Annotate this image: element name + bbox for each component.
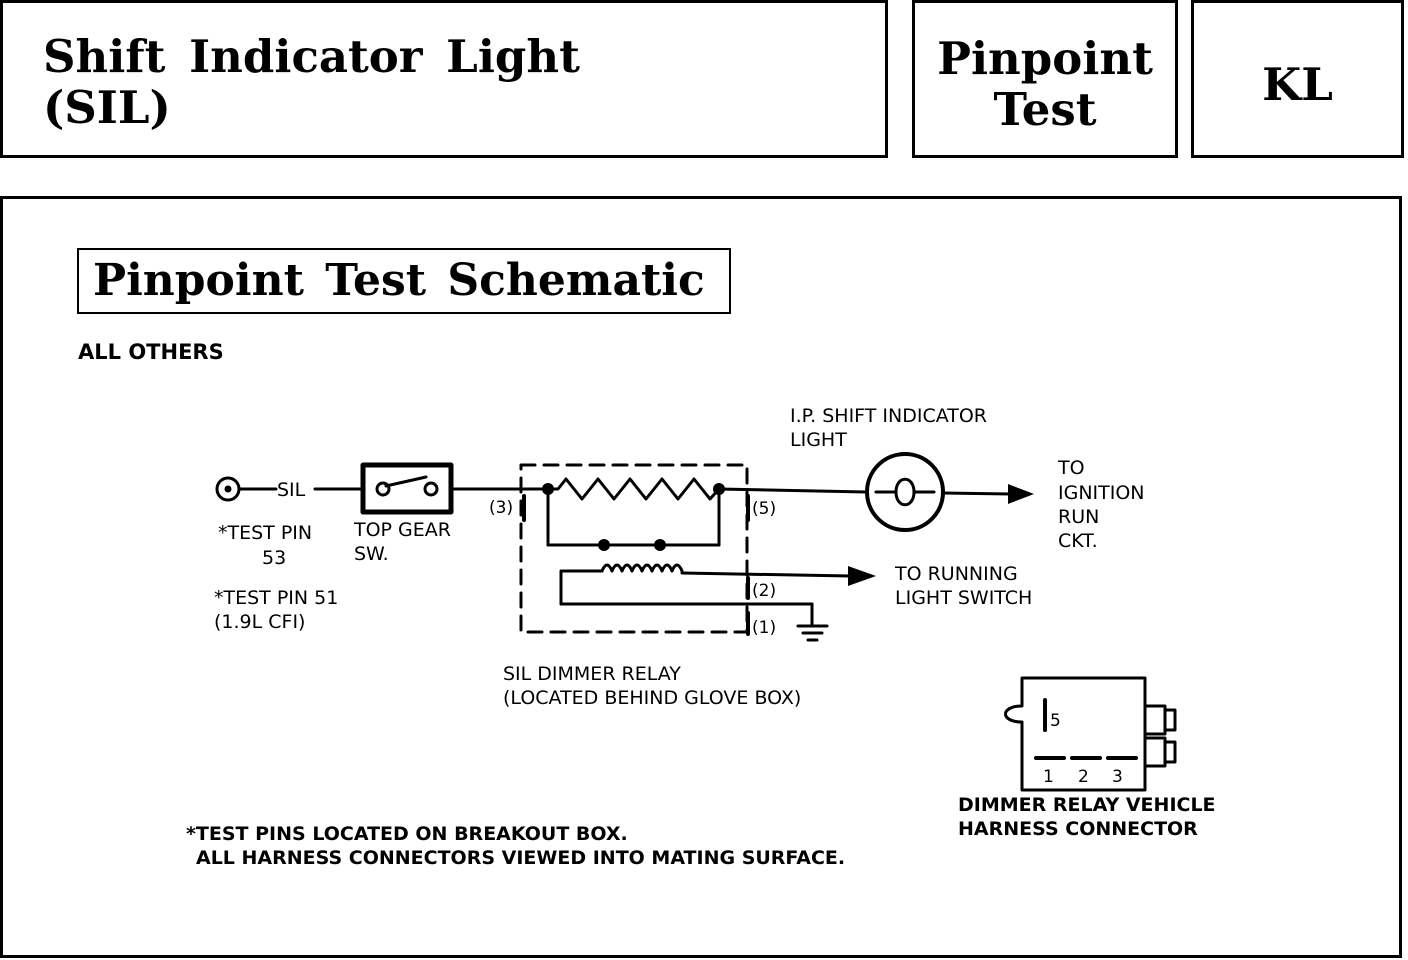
label-top-gear-line1: TOP GEAR (353, 519, 451, 541)
arrow-to-running-light-icon (848, 566, 876, 586)
label-to-ignition-line3: RUN (1058, 506, 1099, 528)
label-connector-pin3: 3 (1112, 767, 1123, 787)
header-test-type: Pinpoint Test (915, 33, 1175, 135)
label-relay-line1: SIL DIMMER RELAY (503, 663, 681, 685)
label-sil: SIL (277, 479, 306, 501)
label-pin-5: (5) (752, 499, 776, 519)
label-ip-light-line2: LIGHT (790, 429, 847, 451)
label-to-running-line1: TO RUNNING (894, 563, 1018, 585)
ground-icon (796, 624, 829, 642)
label-test-pin-53-line2: 53 (262, 547, 286, 569)
harness-connector-icon (1004, 676, 1177, 792)
label-top-gear-line2: SW. (354, 543, 389, 565)
label-connector-pin5: 5 (1050, 711, 1061, 731)
wire-lamp-to-ignition (941, 491, 1012, 496)
header-title-box: Shift Indicator Light (SIL) (0, 0, 888, 158)
subtitle: ALL OTHERS (78, 340, 224, 364)
header-test-type-box: Pinpoint Test (912, 0, 1178, 158)
label-to-ignition-line4: CKT. (1058, 530, 1098, 552)
header-title: Shift Indicator Light (SIL) (43, 31, 580, 133)
label-ip-light-line1: I.P. SHIFT INDICATOR (790, 405, 987, 427)
header-title-line1: Shift Indicator Light (43, 30, 580, 83)
label-test-pin-51-line1: *TEST PIN 51 (214, 587, 338, 609)
label-connector-line2: HARNESS CONNECTOR (958, 818, 1198, 840)
header-test-line2: Test (993, 83, 1097, 136)
relay-coil-icon (600, 563, 684, 573)
label-pin-3: (3) (489, 498, 513, 518)
note-line2: ALL HARNESS CONNECTORS VIEWED INTO MATIN… (196, 847, 845, 869)
header-code-box: KL (1191, 0, 1404, 158)
wire-relay-to-lamp (717, 487, 868, 494)
label-to-ignition-line1: TO (1057, 457, 1085, 479)
relay-resistor-icon (546, 477, 721, 501)
label-test-pin-51-line2: (1.9L CFI) (214, 611, 305, 633)
arrow-to-ignition-icon (1008, 484, 1034, 504)
header-test-line1: Pinpoint (937, 32, 1153, 85)
schematic-panel (0, 196, 1402, 958)
label-pin-1: (1) (752, 618, 776, 638)
label-test-pin-53-line1: *TEST PIN (218, 522, 312, 544)
label-connector-pin1: 1 (1043, 767, 1054, 787)
label-relay-line2: (LOCATED BEHIND GLOVE BOX) (503, 687, 801, 709)
header-title-line2: (SIL) (43, 81, 171, 134)
label-to-ignition-line2: IGNITION (1058, 482, 1145, 504)
relay-enclosure (519, 463, 749, 634)
schematic-title: Pinpoint Test Schematic (77, 248, 731, 314)
header-code: KL (1262, 58, 1333, 111)
note-line1: *TEST PINS LOCATED ON BREAKOUT BOX. (186, 823, 628, 845)
label-connector-pin2: 2 (1078, 767, 1089, 787)
label-pin-2: (2) (752, 581, 776, 601)
label-connector-line1: DIMMER RELAY VEHICLE (958, 794, 1216, 816)
wire-to-running-light (680, 571, 852, 578)
label-to-running-line2: LIGHT SWITCH (895, 587, 1032, 609)
